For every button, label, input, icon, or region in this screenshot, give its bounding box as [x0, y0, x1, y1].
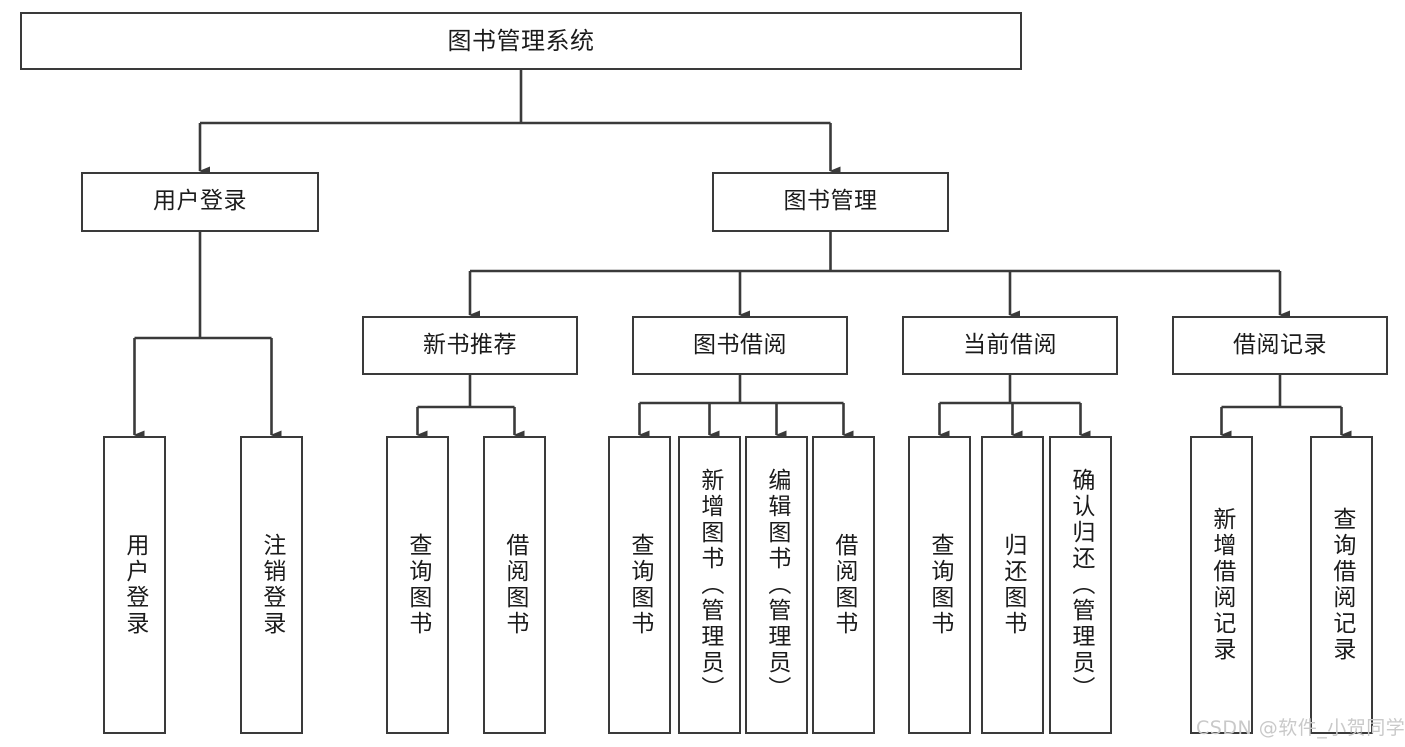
node-label: 用户登录 [153, 188, 247, 215]
node-label: 图书借阅 [693, 331, 787, 358]
node-label: 查询图书 [926, 533, 953, 637]
node-leaf-confirm-return: 确认归还（管理员） [1049, 436, 1112, 734]
node-root: 图书管理系统 [20, 12, 1022, 70]
node-label: 借阅图书 [830, 533, 857, 637]
csdn-watermark: CSDN @软件_小贺同学 [1196, 717, 1405, 739]
node-leaf-edit-book: 编辑图书（管理员） [745, 436, 808, 734]
node-leaf-logout: 注销登录 [240, 436, 303, 734]
node-label: 新书推荐 [423, 331, 517, 358]
node-book-borrow: 图书借阅 [632, 316, 848, 375]
node-new-book-rec: 新书推荐 [362, 316, 578, 375]
node-label: 查询借阅记录 [1328, 507, 1355, 663]
node-leaf-add-book: 新增图书（管理员） [678, 436, 741, 734]
node-label: 借阅记录 [1233, 331, 1327, 358]
node-current-borrow: 当前借阅 [902, 316, 1118, 375]
node-label: 注销登录 [258, 533, 285, 637]
node-label: 新增借阅记录 [1208, 507, 1235, 663]
node-label: 图书管理 [783, 188, 878, 215]
node-label: 新增图书（管理员） [696, 468, 723, 702]
node-leaf-add-record: 新增借阅记录 [1190, 436, 1253, 734]
node-leaf-query-book-3: 查询图书 [908, 436, 971, 734]
node-label: 编辑图书（管理员） [763, 468, 790, 702]
node-user-login: 用户登录 [81, 172, 319, 232]
node-label: 确认归还（管理员） [1067, 468, 1094, 702]
node-label: 当前借阅 [963, 331, 1057, 358]
node-borrow-record: 借阅记录 [1172, 316, 1388, 375]
node-book-manage: 图书管理 [712, 172, 949, 232]
node-leaf-user-login: 用户登录 [103, 436, 166, 734]
node-label: 借阅图书 [501, 533, 528, 637]
node-leaf-query-record: 查询借阅记录 [1310, 436, 1373, 734]
node-label: 归还图书 [999, 533, 1026, 637]
node-label: 用户登录 [121, 533, 148, 637]
node-leaf-return-book: 归还图书 [981, 436, 1044, 734]
node-leaf-borrow-book-1: 借阅图书 [483, 436, 546, 734]
node-label: 图书管理系统 [447, 26, 595, 55]
node-leaf-query-book-1: 查询图书 [386, 436, 449, 734]
node-label: 查询图书 [404, 533, 431, 637]
node-label: 查询图书 [626, 533, 653, 637]
node-leaf-borrow-book-2: 借阅图书 [812, 436, 875, 734]
node-leaf-query-book-2: 查询图书 [608, 436, 671, 734]
